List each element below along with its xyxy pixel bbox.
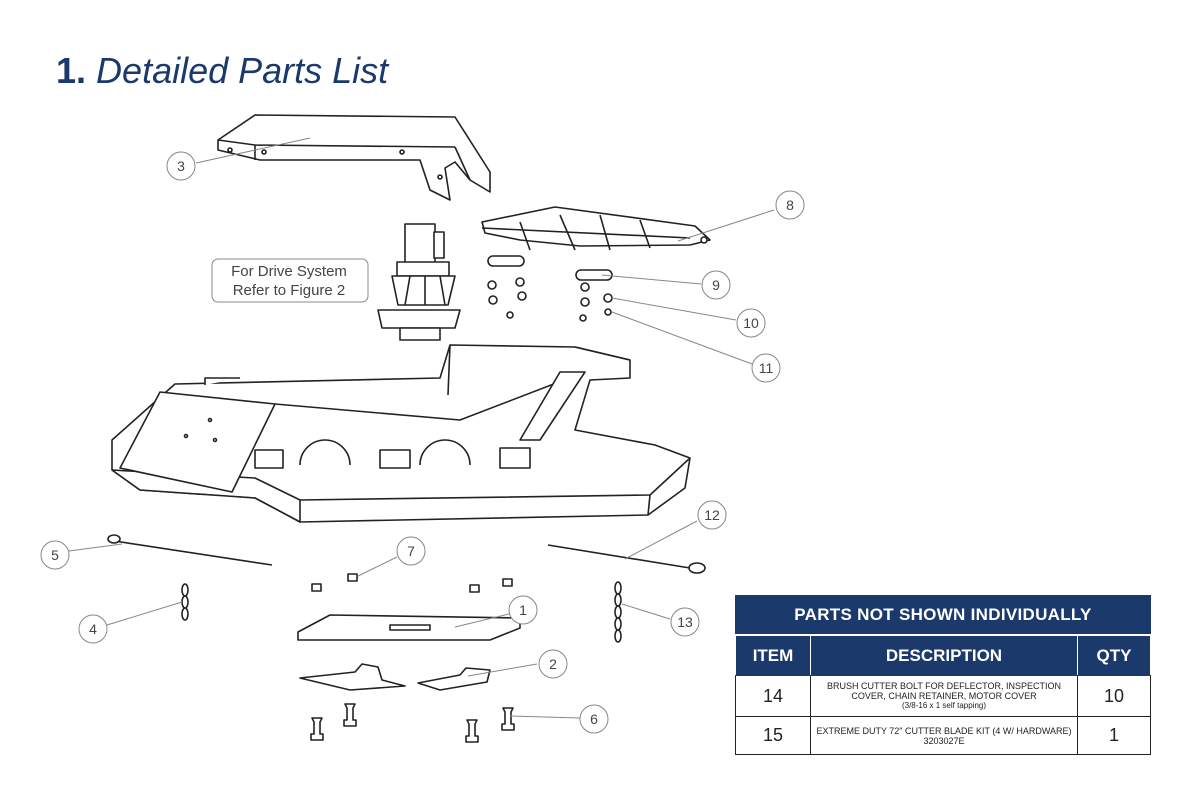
drive-motor (377, 223, 461, 341)
cutter-deck (111, 344, 691, 523)
callouts (40, 151, 805, 734)
leader-lines (68, 137, 775, 719)
drive-system-note: For Drive System Refer to Figure 2 (211, 258, 369, 303)
rod-left (107, 534, 273, 566)
row-description: EXTREME DUTY 72" CUTTER BLADE KIT (4 W/ … (810, 716, 1078, 755)
col-item: ITEM (735, 634, 811, 676)
callout-10 (736, 308, 766, 338)
note-line-2: Refer to Figure 2 (233, 282, 346, 299)
callout-2 (538, 649, 568, 679)
top-frame-part (481, 206, 711, 251)
callout-label-3: 3 (177, 158, 185, 174)
callout-label-11: 11 (759, 360, 774, 376)
callout-3 (166, 151, 196, 181)
row-description-text: EXTREME DUTY 72" CUTTER BLADE KIT (4 W/ … (816, 725, 1072, 746)
col-qty: QTY (1077, 634, 1151, 676)
section-title: Detailed Parts List (96, 50, 389, 91)
row-item: 15 (735, 716, 811, 755)
callout-1 (508, 595, 538, 625)
callout-6 (579, 704, 609, 734)
chain-left (181, 583, 189, 621)
row-description-text: BRUSH CUTTER BOLT FOR DEFLECTOR, INSPECT… (826, 681, 1062, 701)
row-item: 14 (735, 675, 811, 717)
callout-labels: 1 2 3 4 5 6 7 8 9 10 11 12 13 (51, 158, 794, 727)
callout-4 (78, 614, 108, 644)
motor-cover-part (217, 114, 491, 201)
table-row: 14 BRUSH CUTTER BOLT FOR DEFLECTOR, INSP… (735, 675, 1151, 717)
callout-label-6: 6 (590, 711, 598, 727)
callout-11 (751, 353, 781, 383)
rod-right (547, 544, 706, 574)
link-hardware (487, 255, 613, 322)
callout-9 (701, 270, 731, 300)
callout-7 (396, 536, 426, 566)
callout-label-10: 10 (743, 315, 759, 331)
nuts (311, 573, 513, 593)
callout-label-9: 9 (712, 277, 720, 293)
callout-12 (697, 500, 727, 530)
row-description: BRUSH CUTTER BOLT FOR DEFLECTOR, INSPECT… (810, 675, 1078, 717)
callout-label-1: 1 (519, 602, 527, 618)
callout-label-12: 12 (704, 507, 720, 523)
row-qty: 1 (1077, 716, 1151, 755)
callout-label-13: 13 (677, 614, 693, 630)
parts-table: PARTS NOT SHOWN INDIVIDUALLY ITEM DESCRI… (735, 595, 1151, 755)
table-heading: PARTS NOT SHOWN INDIVIDUALLY (735, 595, 1151, 636)
callout-label-2: 2 (549, 656, 557, 672)
table-row: 15 EXTREME DUTY 72" CUTTER BLADE KIT (4 … (735, 716, 1151, 755)
blades (299, 663, 491, 691)
callout-5 (40, 540, 70, 570)
row-description-detail: (3/8-16 x 1 self tapping) (901, 701, 987, 710)
note-line-1: For Drive System (231, 263, 347, 280)
page-title: 1. Detailed Parts List (56, 50, 388, 92)
blade-bolts (310, 703, 515, 743)
callout-label-7: 7 (407, 543, 415, 559)
callout-label-8: 8 (786, 197, 794, 213)
callout-label-4: 4 (89, 621, 97, 637)
blade-carrier (297, 614, 521, 641)
section-number: 1. (56, 50, 87, 91)
chain-right (614, 581, 622, 643)
col-description: DESCRIPTION (810, 634, 1078, 676)
row-qty: 10 (1077, 675, 1151, 717)
callout-8 (775, 190, 805, 220)
callout-label-5: 5 (51, 547, 59, 563)
callout-13 (670, 607, 700, 637)
